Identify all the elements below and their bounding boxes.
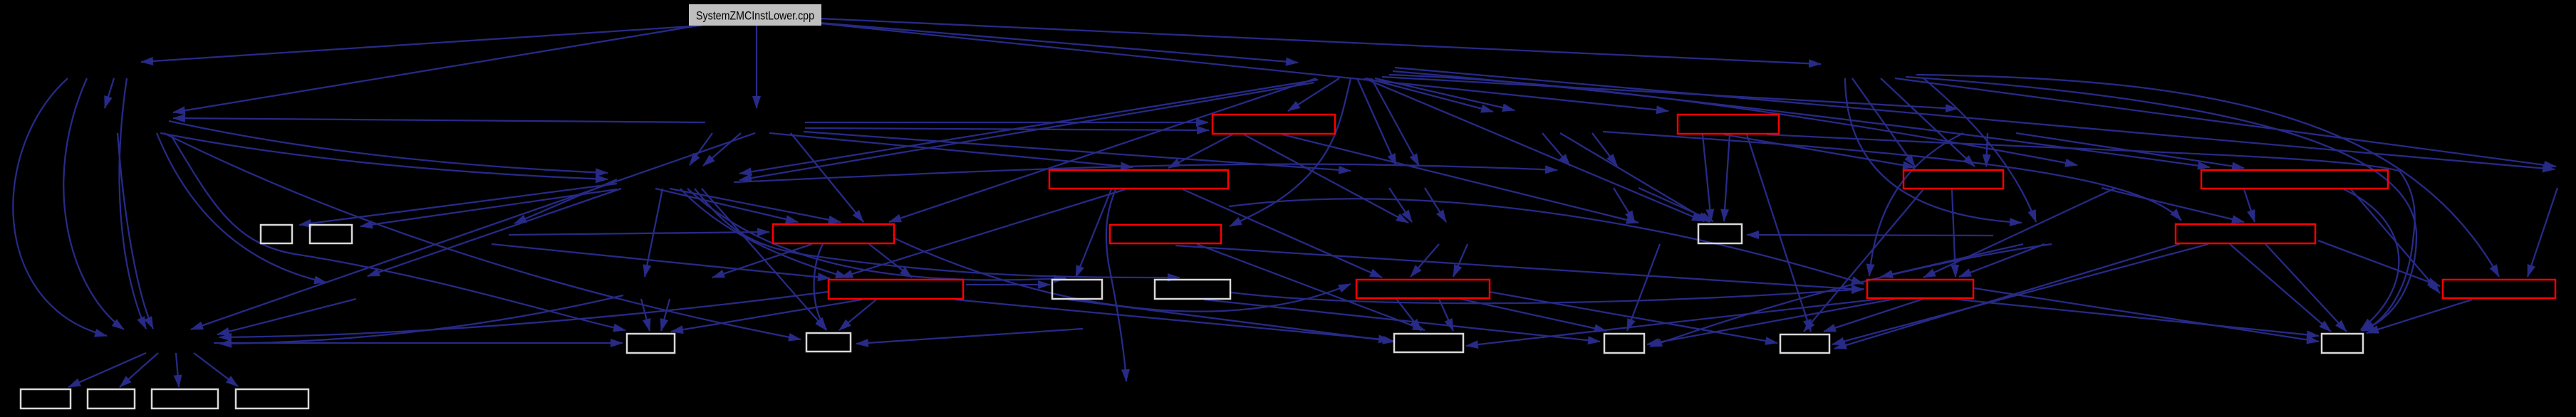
svg-text:SystemZMCInstLower.cpp: SystemZMCInstLower.cpp bbox=[696, 10, 814, 23]
